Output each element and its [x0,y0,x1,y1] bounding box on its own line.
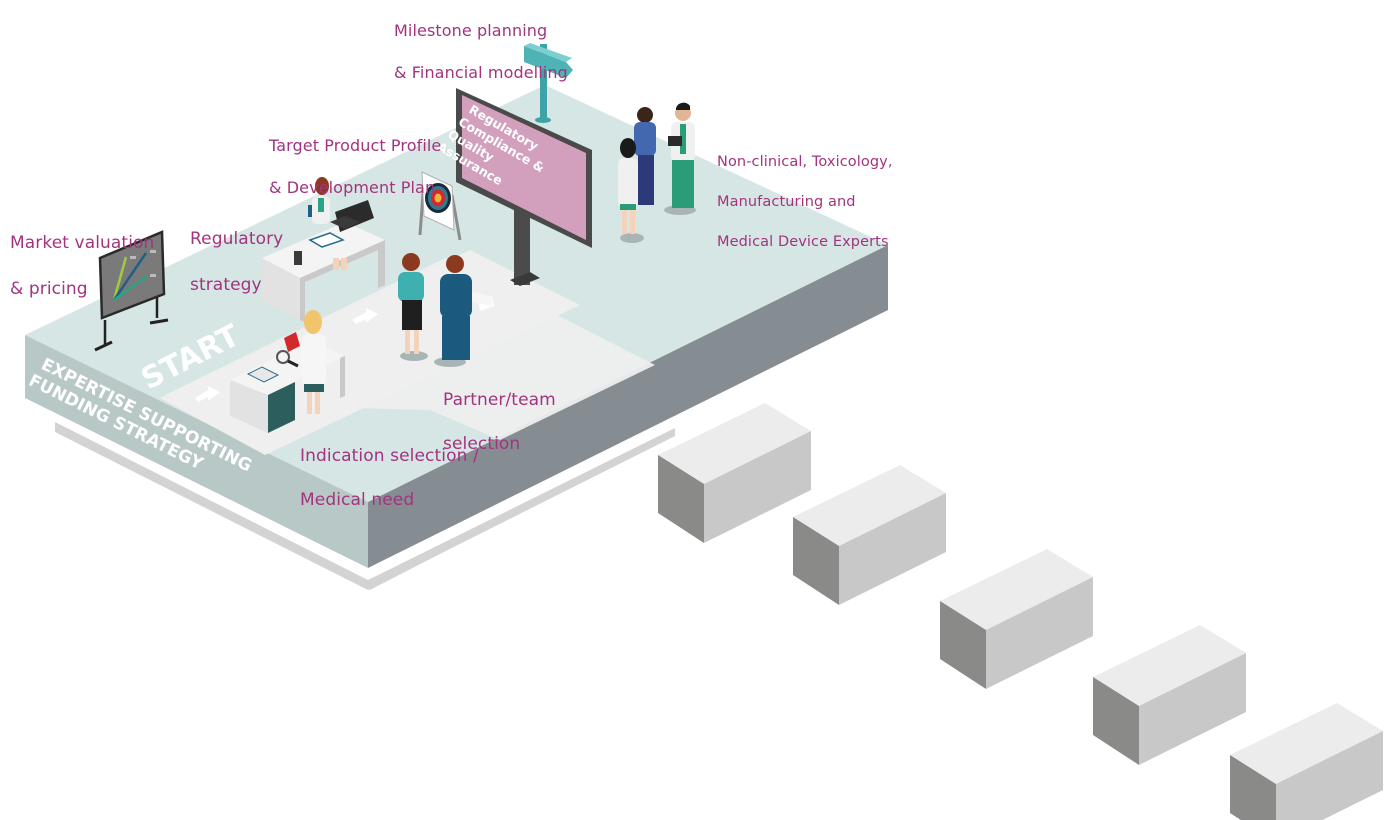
step-block [1230,703,1383,820]
step-block-left [658,455,704,543]
label-line: Regulatory [190,229,284,249]
label-market-valuation: Market valuation & pricing [10,209,154,324]
label-line: Indication selection / [300,446,479,466]
label-line: Partner/team [443,390,556,410]
platform-front-face [25,335,368,568]
business-partners-icon [398,253,492,367]
label-line: Medical Device Experts [717,234,889,250]
label-line: Target Product Profile [269,136,442,155]
experts-group-icon [618,102,696,243]
label-target-product-profile: Target Product Profile & Development Pla… [269,114,441,219]
label-line: strategy [190,275,262,295]
label-milestone-planning: Milestone planning & Financial modelling [394,0,568,104]
step-block-right [986,577,1093,689]
label-line: & Development Plan [269,178,436,197]
desk-with-laptop-icon [262,177,385,322]
step-block-right [839,493,946,605]
whiteboard-icon [94,230,169,352]
step-block [658,403,811,543]
label-regulatory-strategy: Regulatory strategy [190,205,283,320]
step-block [1093,625,1246,765]
label-line: Non-clinical, Toxicology, [717,154,893,170]
step-block-left [1230,755,1276,820]
label-line: Milestone planning [394,21,548,40]
step-block-top [940,549,1093,630]
label-line: Manufacturing and [717,194,856,210]
label-line: Medical need [300,490,415,510]
step-block-top [658,403,811,484]
step-block-right [704,431,811,543]
label-indication-selection: Indication selection / Medical need [300,423,479,533]
billboard: Regulatory Compliance & Quality Assuranc… [435,88,592,286]
step-block-right [1139,653,1246,765]
step-block-top [1093,625,1246,706]
label-line: Market valuation [10,233,155,253]
target-easel-icon [418,171,462,241]
label-non-clinical-experts: Non-clinical, Toxicology, Manufacturing … [717,132,893,272]
label-line: & pricing [10,279,88,299]
step-block-top [1230,703,1383,784]
step-block-right [1276,731,1383,820]
path-arrow-icon [352,308,378,324]
step-block-left [1093,677,1139,765]
desk-with-clipboard-icon [230,310,345,433]
signpost-icon [524,43,573,123]
label-line: selection [443,434,521,454]
step-block [793,465,946,605]
step-block-left [940,601,986,689]
label-partner-team-selection: Partner/team selection [443,367,556,477]
platform-side-face [368,245,888,568]
path-arrow-icon [195,386,220,402]
step-block-top [793,465,946,546]
step-block [940,549,1093,689]
label-line: & Financial modelling [394,63,568,82]
step-block-left [793,517,839,605]
